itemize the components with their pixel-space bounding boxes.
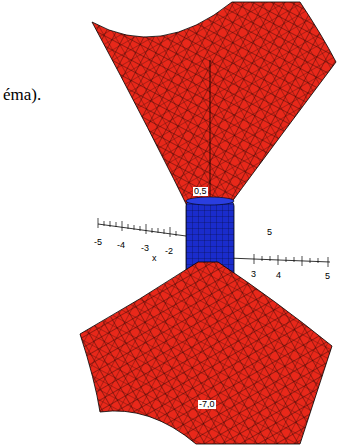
caption-fragment: éma). [2, 86, 42, 103]
tick-label: -3 [141, 244, 149, 253]
tick-label: -4 [117, 241, 125, 250]
tick-label: -5 [94, 238, 102, 247]
tick-label: -7,0 [198, 400, 216, 409]
tick-label: 5 [266, 228, 273, 237]
tick-label: -2 [165, 247, 173, 256]
tick-label: 4 [276, 271, 281, 280]
tick-label: 5 [325, 272, 330, 281]
axis-name: x [152, 254, 157, 263]
tick-label: 3 [251, 270, 256, 279]
tick-label: 0,5 [193, 187, 208, 196]
